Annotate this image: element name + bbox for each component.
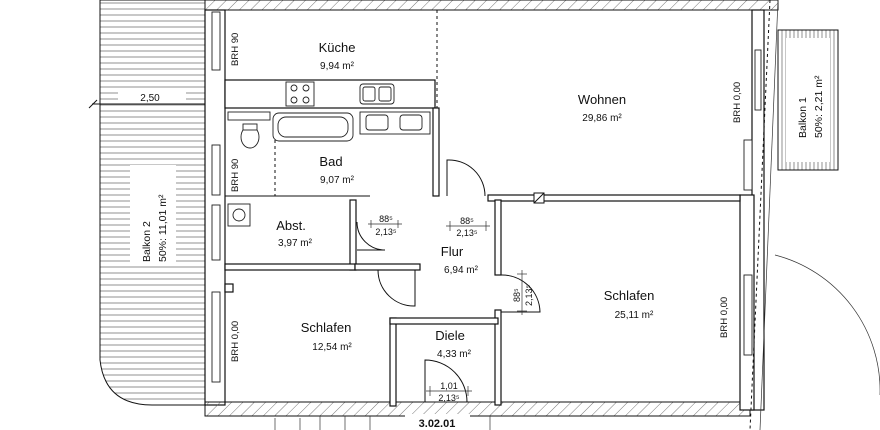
door-swings bbox=[356, 159, 880, 403]
room-flur: Flur 6,94 m² bbox=[441, 244, 479, 276]
door-dim-flur: 88⁵ 2,13⁵ bbox=[446, 216, 490, 238]
balcony-width-text: 2,50 bbox=[140, 93, 160, 104]
room-kueche-area: 9,94 m² bbox=[320, 61, 355, 72]
door-entry-width: 1,01 bbox=[440, 381, 458, 391]
room-diele-area: 4,33 m² bbox=[437, 349, 472, 360]
room-flur-area: 6,94 m² bbox=[444, 265, 479, 276]
room-schlafen-left: Schlafen 12,54 m² bbox=[301, 320, 353, 353]
room-wohnen: Wohnen 29,86 m² bbox=[578, 92, 626, 124]
inner-walls bbox=[224, 10, 741, 407]
stove bbox=[285, 81, 315, 107]
room-kueche: Küche 9,94 m² bbox=[319, 40, 356, 72]
door-abst-width: 88⁵ bbox=[379, 214, 393, 224]
balcony-1-name: Balkon 1 bbox=[797, 97, 809, 138]
room-bad-area: 9,07 m² bbox=[320, 175, 355, 186]
room-abst: Abst. 3,97 m² bbox=[276, 218, 312, 249]
door-dim-schlafen: 88⁵ 2,13⁵ bbox=[512, 270, 534, 315]
room-flur-name: Flur bbox=[441, 244, 464, 259]
brh-wohnen: BRH 0,00 bbox=[732, 82, 743, 123]
balcony-1: Balkon 1 50%: 2,21 m² bbox=[777, 29, 839, 171]
door-entry-height: 2,13⁵ bbox=[438, 393, 460, 403]
bath-fixtures bbox=[227, 111, 431, 149]
room-abst-name: Abst. bbox=[276, 218, 306, 233]
room-schlafen-right: Schlafen 25,11 m² bbox=[604, 288, 655, 321]
balcony-2-name: Balkon 2 bbox=[141, 221, 153, 262]
balcony-2-share: 50%: 11,01 m² bbox=[157, 194, 169, 262]
door-flur-height: 2,13⁵ bbox=[456, 228, 478, 238]
room-wohnen-area: 29,86 m² bbox=[582, 113, 622, 124]
right-windows bbox=[743, 49, 762, 356]
door-flur-width: 88⁵ bbox=[460, 216, 474, 226]
room-diele: Diele 4,33 m² bbox=[435, 328, 471, 360]
room-diele-name: Diele bbox=[435, 328, 465, 343]
room-schlafen-right-area: 25,11 m² bbox=[615, 310, 654, 321]
kitchen-fixtures bbox=[285, 81, 395, 107]
unit-number: 3.02.01 bbox=[419, 418, 456, 430]
brh-bad: BRH 90 bbox=[230, 159, 241, 192]
room-wohnen-name: Wohnen bbox=[578, 92, 626, 107]
door-schlafen-width: 88⁵ bbox=[512, 288, 522, 302]
door-abst-height: 2,13⁵ bbox=[375, 227, 397, 237]
door-dim-entry: 1,01 2,13⁵ bbox=[426, 381, 472, 403]
room-schlafen-left-name: Schlafen bbox=[301, 320, 352, 335]
door-schlafen-height: 2,13⁵ bbox=[524, 284, 534, 306]
room-schlafen-left-area: 12,54 m² bbox=[312, 342, 352, 353]
brh-kueche: BRH 90 bbox=[230, 33, 241, 66]
room-bad: Bad 9,07 m² bbox=[319, 154, 354, 186]
room-abst-area: 3,97 m² bbox=[278, 238, 313, 249]
left-windows bbox=[211, 11, 221, 383]
balcony-2-label: Balkon 2 50%: 11,01 m² bbox=[130, 165, 176, 265]
brh-schlafen-right: BRH 0,00 bbox=[719, 297, 730, 338]
room-schlafen-right-name: Schlafen bbox=[604, 288, 655, 303]
outer-walls bbox=[204, 0, 779, 430]
balcony-1-share: 50%: 2,21 m² bbox=[813, 75, 825, 138]
room-bad-name: Bad bbox=[319, 154, 342, 169]
stair-area bbox=[274, 414, 491, 430]
abst-fixtures bbox=[227, 203, 251, 227]
door-dim-abst: 88⁵ 2,13⁵ bbox=[368, 214, 402, 237]
room-kueche-name: Küche bbox=[319, 40, 356, 55]
brh-schlafen-left: BRH 0,00 bbox=[230, 321, 241, 362]
balcony-width-dimension: 2,50 bbox=[88, 90, 216, 109]
